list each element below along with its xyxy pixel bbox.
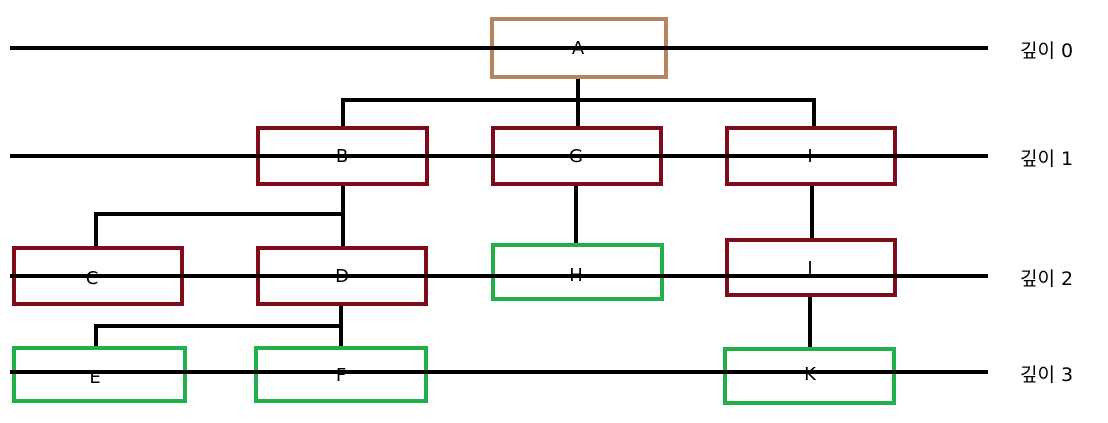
depth-label-3: 깊이 3 xyxy=(1020,364,1074,386)
node-label-g: G xyxy=(569,146,583,167)
depth-label-1: 깊이 1 xyxy=(1020,148,1074,170)
node-h xyxy=(491,243,664,301)
depth-label-2: 깊이 2 xyxy=(1020,268,1074,290)
edge-b-c xyxy=(94,184,345,248)
edge-d-e xyxy=(94,304,343,348)
node-box-f xyxy=(254,346,428,403)
node-label-e: E xyxy=(89,367,100,388)
node-box-j xyxy=(725,238,897,297)
node-label-a: A xyxy=(572,38,585,59)
node-label-c: C xyxy=(86,268,99,289)
node-label-j: J xyxy=(806,258,812,279)
node-f xyxy=(254,346,428,403)
edge-a-i xyxy=(576,98,816,128)
node-label-h: H xyxy=(569,265,583,286)
edge-a-b xyxy=(341,77,580,128)
node-label-d: D xyxy=(335,266,349,287)
node-label-f: F xyxy=(336,365,346,386)
node-labels: A B G I C D H J E F K xyxy=(86,38,817,388)
node-label-k: K xyxy=(804,364,817,385)
depth-label-0: 깊이 0 xyxy=(1020,40,1074,62)
edge-layer xyxy=(94,77,816,349)
node-j xyxy=(725,238,897,297)
node-box-e xyxy=(12,346,187,403)
node-label-b: B xyxy=(336,146,348,167)
node-box-k xyxy=(723,347,896,405)
node-e xyxy=(12,346,187,403)
node-label-i: I xyxy=(807,146,812,167)
node-box-h xyxy=(491,243,664,301)
depth-lines-overlay xyxy=(10,46,988,374)
node-k xyxy=(723,347,896,405)
node-layer xyxy=(12,17,897,405)
